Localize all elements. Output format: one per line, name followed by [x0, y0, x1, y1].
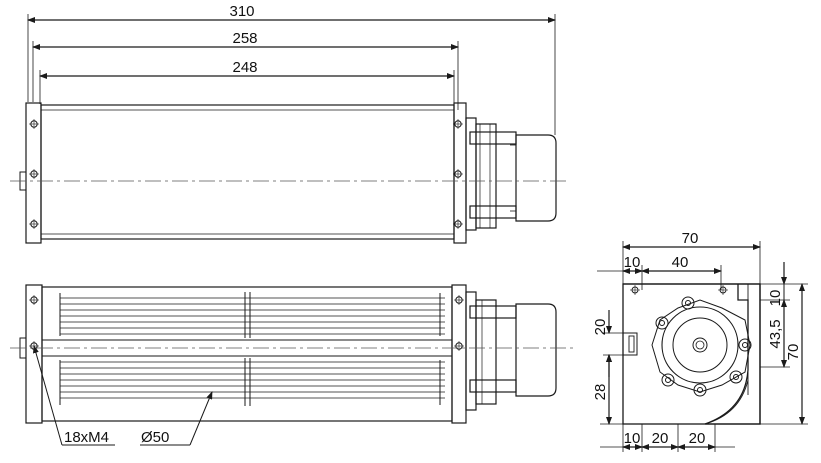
leader-diameter — [189, 391, 213, 446]
front-housing — [41, 286, 453, 422]
housing — [40, 104, 455, 240]
side-hole-span-label: 40 — [672, 254, 689, 271]
motor-circle-outer — [661, 306, 739, 384]
flange-holes — [655, 296, 752, 397]
motor-body — [515, 134, 557, 222]
side-bottom-b-label: 20 — [652, 430, 669, 447]
shaft-circle — [692, 337, 708, 353]
diameter-label: Ø50 — [141, 429, 169, 446]
dim-overall-line — [27, 14, 556, 135]
impeller-blades-lower — [60, 361, 445, 399]
impeller-blades-upper — [60, 297, 445, 335]
side-housing — [623, 283, 761, 425]
top-view — [10, 14, 570, 244]
dim-inner-line — [39, 70, 455, 104]
side-bottom-c-label: 20 — [689, 430, 706, 447]
mount-slot — [623, 332, 638, 356]
mounting-holes-top — [29, 119, 463, 229]
leader-holes — [33, 345, 63, 446]
side-hole-vertical-label: 43,5 — [767, 319, 784, 348]
dim-overall-label: 310 — [229, 3, 254, 20]
mounting-holes-front — [29, 295, 464, 351]
side-height-label: 70 — [785, 344, 802, 361]
side-slot-bottom-label: 28 — [592, 384, 609, 401]
side-bottom-a-label: 10 — [624, 430, 641, 447]
side-left-offset-label: 10 — [624, 254, 641, 271]
dim-mid-label: 258 — [232, 30, 257, 47]
side-top-offset-label: 10 — [767, 290, 784, 307]
motor-flange — [465, 117, 477, 231]
front-view — [10, 284, 575, 446]
side-slot-label: 20 — [592, 319, 609, 336]
front-motor-body — [515, 303, 557, 397]
dim-inner-label: 248 — [232, 59, 257, 76]
side-view — [597, 241, 808, 452]
holes-label: 18xM4 — [64, 429, 109, 446]
side-width-label: 70 — [682, 230, 699, 247]
front-left-end-plate — [25, 284, 43, 424]
front-right-end-plate — [451, 284, 467, 424]
motor-flange-side — [651, 299, 751, 393]
dim-mid-line — [32, 41, 459, 110]
